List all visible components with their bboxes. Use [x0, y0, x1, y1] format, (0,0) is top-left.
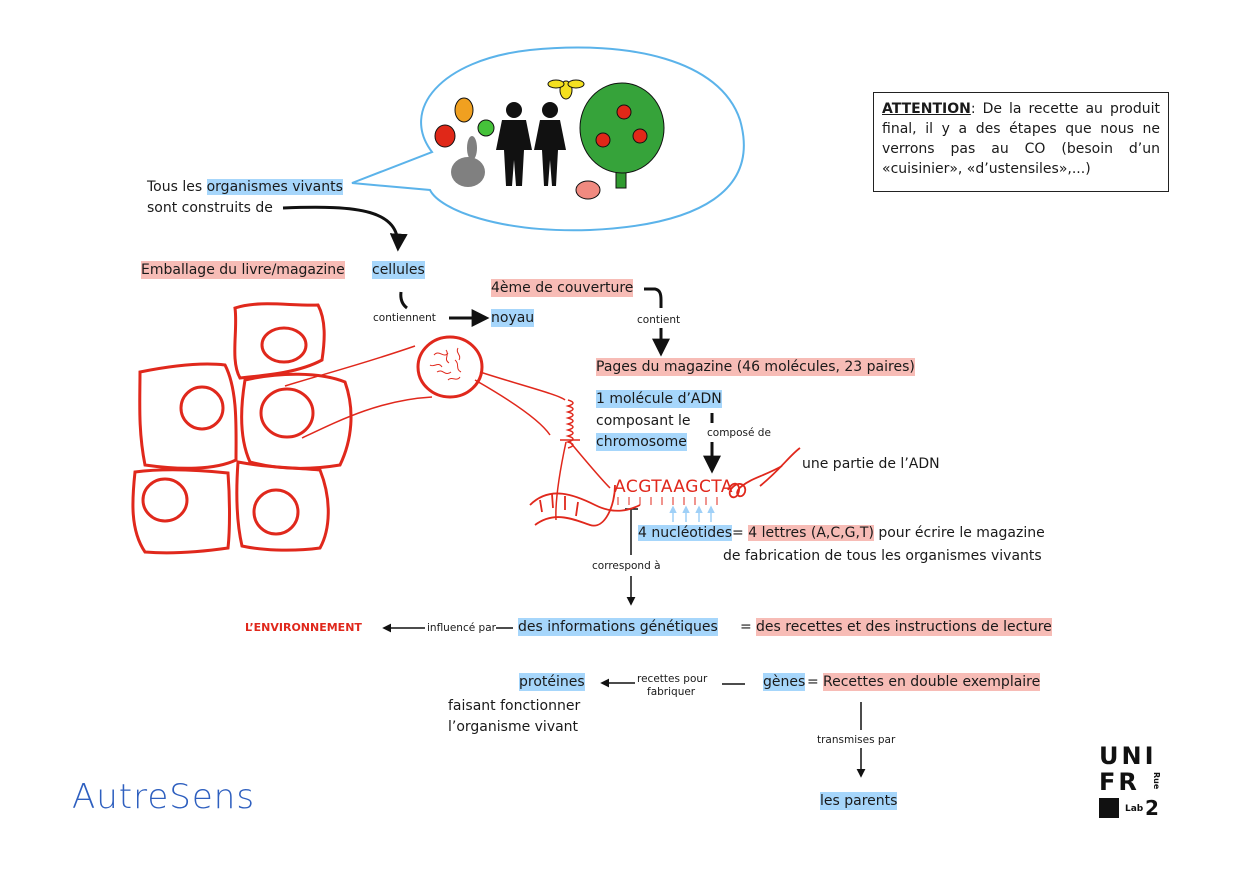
hen-icon: [575, 180, 601, 200]
proteines-label: protéines: [519, 673, 585, 691]
nucleotide-ticks: [617, 497, 718, 505]
emballage-label: Emballage du livre/magazine: [141, 261, 345, 279]
attention-box: ATTENTION: De la recette au produit fina…: [873, 92, 1169, 192]
environnement-label: L’ENVIRONNEMENT: [245, 621, 362, 634]
recettes-pour-label: recettes pour: [637, 673, 708, 685]
man-silhouette-icon: [496, 102, 532, 186]
apple-green-icon: [477, 119, 495, 137]
double-exemplaire-label: Recettes en double exemplaire: [823, 673, 1041, 691]
genes-label: gènes: [763, 673, 806, 691]
organismes-vivants-label: organismes vivants: [206, 179, 343, 195]
chromosome-coil-drawing: [555, 399, 611, 521]
transmises-label: transmises par: [817, 734, 896, 746]
contient-label: contient: [637, 314, 681, 326]
dna-sequence: ACGTAAGCTA: [614, 477, 734, 497]
correspond-label: correspond à: [592, 560, 661, 572]
equals-sign-1: =: [740, 619, 752, 635]
pear-icon: [454, 97, 474, 123]
chromosome-label: chromosome: [596, 433, 687, 451]
apple-tree-icon: [579, 82, 665, 189]
composant-label: composant le: [596, 413, 691, 429]
intro-line1: Tous les organismes vivants: [147, 179, 343, 195]
informations-genetiques-label: des informations génétiques: [518, 618, 718, 636]
equals-sign-2: =: [807, 674, 819, 690]
attention-title: ATTENTION: [882, 101, 971, 117]
noyau-label: noyau: [491, 309, 535, 327]
influence-label: influencé par: [427, 622, 496, 634]
fabriquer-label: fabriquer: [647, 686, 696, 698]
nucleotide-arrows: [669, 505, 715, 522]
organisme-label: l’organisme vivant: [448, 719, 579, 735]
nucleotides-line: 4 nucléotides= 4 lettres (A,C,G,T) pour …: [638, 525, 1045, 541]
intro-line2: sont construits de: [147, 200, 273, 216]
dna-helix-drawing: [529, 447, 801, 527]
lettres-label: 4 lettres (A,C,G,T): [748, 525, 874, 541]
autresens-logo: AutreSens: [72, 777, 256, 817]
woman-silhouette-icon: [534, 102, 566, 186]
unifr-ruelab2-logo: UNI FR Rue Lab 2: [1099, 742, 1161, 820]
pages-magazine-label: Pages du magazine (46 molécules, 23 pair…: [596, 358, 915, 376]
recettes-instructions-label: des recettes et des instructions de lect…: [756, 618, 1052, 636]
bee-icon: [547, 79, 585, 100]
partie-adn-label: une partie de l’ADN: [802, 456, 940, 472]
molecule-adn-label: 1 molécule d’ADN: [596, 390, 722, 408]
nucleotides-label: 4 nucléotides: [638, 525, 733, 541]
cellules-label: cellules: [372, 261, 425, 279]
parents-label: les parents: [820, 792, 898, 810]
faisant-label: faisant fonctionner: [448, 698, 581, 714]
unifr-square: [1099, 798, 1119, 818]
compose-de-label: composé de: [707, 427, 771, 439]
strawberry-icon: [434, 124, 456, 148]
cells-drawing: [131, 302, 353, 555]
contiennent-label: contiennent: [373, 312, 436, 324]
attention-text: : De la recette au produit final, il y a…: [882, 101, 1160, 177]
quatrieme-couverture-label: 4ème de couverture: [491, 279, 634, 297]
speech-bubble: [351, 46, 745, 232]
rabbit-icon: [451, 136, 485, 187]
nucleus-drawing: [416, 335, 566, 436]
lettres-line2: de fabrication de tous les organismes vi…: [723, 548, 1042, 564]
